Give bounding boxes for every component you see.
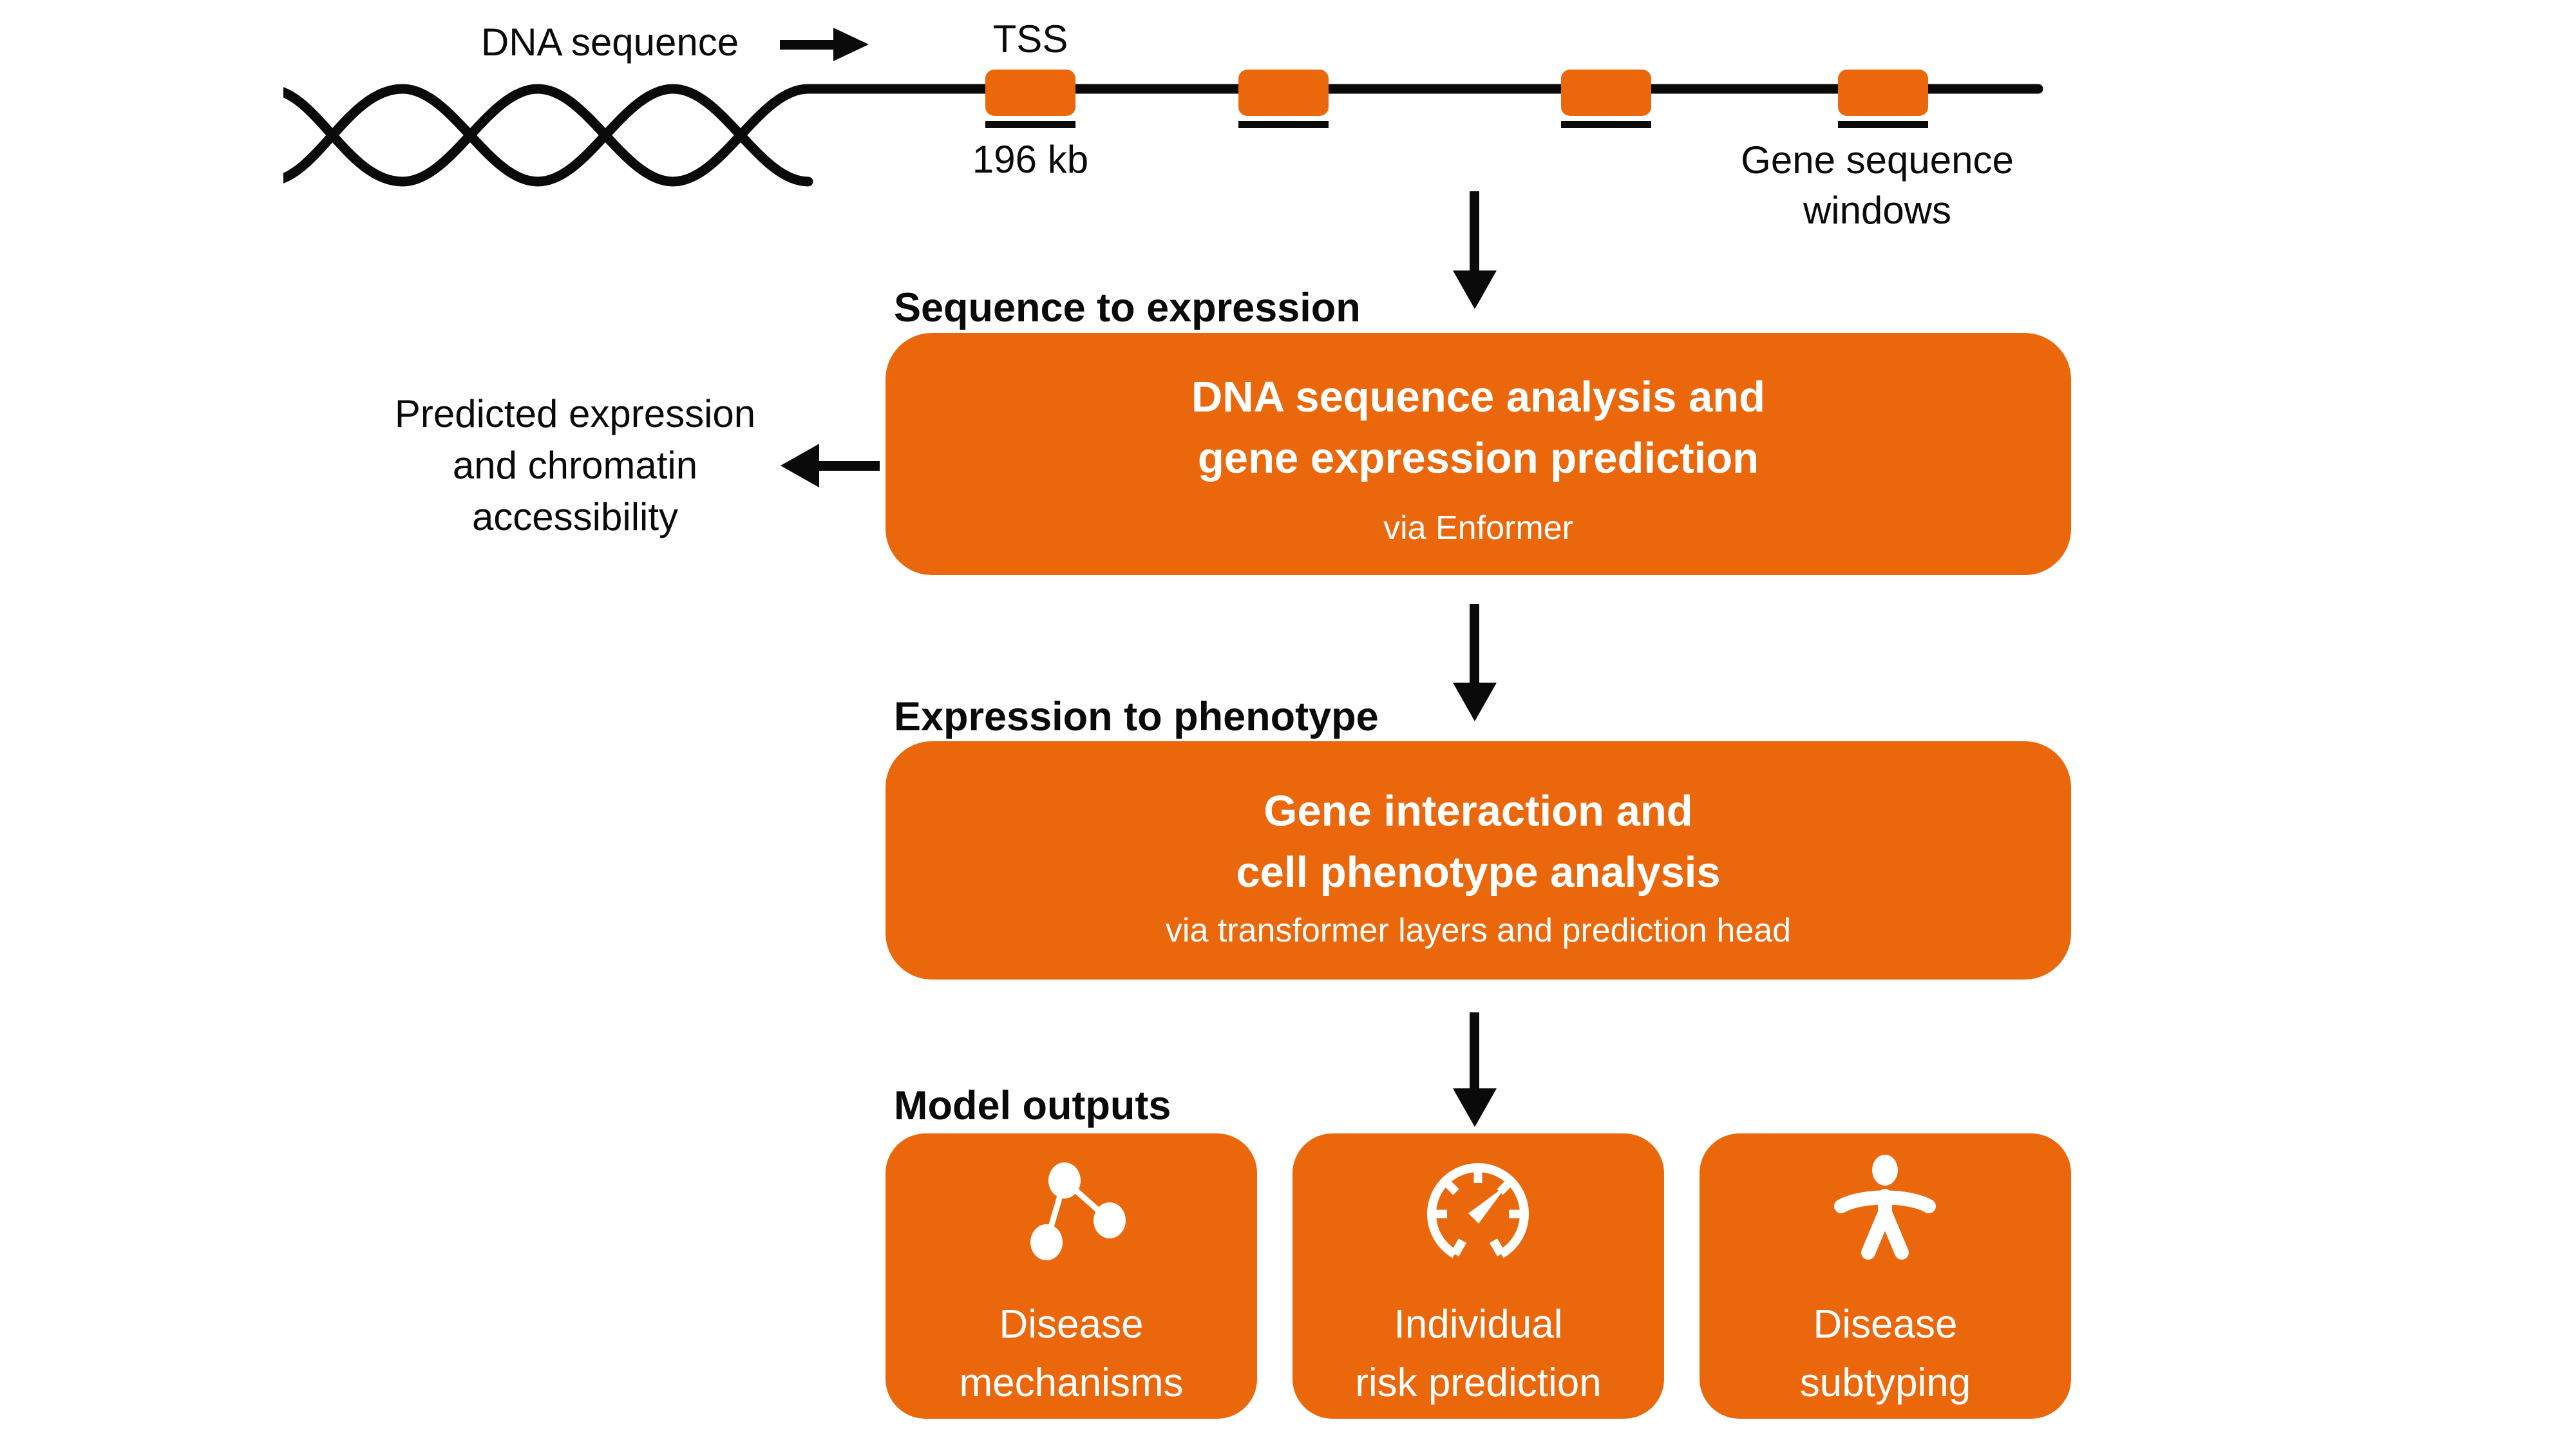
card2-label-line2: risk prediction	[1355, 1361, 1602, 1405]
helix-strand-bottom	[283, 84, 813, 187]
card1-label-line1: Disease	[999, 1302, 1144, 1347]
stage2-title-line2: cell phenotype analysis	[1236, 848, 1721, 896]
output-card-disease-subtyping: Disease subtyping	[1700, 1133, 2071, 1419]
gauge-icon	[1407, 1143, 1549, 1285]
dna-sequence-label: DNA sequence	[480, 21, 739, 64]
helix-strand-top	[283, 84, 2043, 187]
window-underline-3	[1561, 121, 1651, 128]
stage2-subtitle: via transformer layers and prediction he…	[1165, 912, 1792, 949]
card3-label-line1: Disease	[1813, 1302, 1958, 1347]
person-icon	[1814, 1143, 1956, 1285]
output-card-disease-mechanisms: Disease mechanisms	[886, 1133, 1257, 1419]
gene-window-block-2	[1238, 70, 1329, 116]
stage2-box: Gene interaction and cell phenotype anal…	[886, 741, 2071, 980]
dna-helix-and-genome-line	[283, 84, 2043, 187]
gene-window-block-1	[985, 70, 1075, 116]
gene-window-block-3	[1561, 70, 1651, 116]
outputs-header: Model outputs	[894, 1083, 1171, 1128]
stage1-title-line1: DNA sequence analysis and	[1191, 373, 1766, 421]
tss-label: TSS	[992, 17, 1068, 61]
output-card-individual-risk: Individual risk prediction	[1293, 1133, 1664, 1419]
window-underline-2	[1238, 121, 1329, 128]
stage2-header: Expression to phenotype	[894, 694, 1379, 739]
gene-window-block-4	[1838, 70, 1928, 116]
window-underline-4	[1838, 121, 1928, 128]
window-underline-1	[985, 121, 1075, 128]
card2-label-line1: Individual	[1394, 1302, 1563, 1347]
stage1-title-line2: gene expression prediction	[1197, 434, 1759, 482]
stage1-subtitle: via Enformer	[1383, 509, 1573, 547]
stage1-header: Sequence to expression	[894, 285, 1361, 330]
card1-label-line2: mechanisms	[959, 1361, 1184, 1405]
predicted-expression-label: Predicted expression and chromatin acces…	[394, 392, 756, 538]
network-icon	[1000, 1143, 1142, 1285]
scale-label: 196 kb	[972, 138, 1089, 181]
gene-sequence-windows-label: Gene sequence windows	[1741, 138, 2014, 232]
stage2-title-line1: Gene interaction and	[1264, 787, 1693, 835]
card3-label-line2: subtyping	[1799, 1361, 1971, 1405]
stage1-box: DNA sequence analysis and gene expressio…	[886, 333, 2071, 575]
